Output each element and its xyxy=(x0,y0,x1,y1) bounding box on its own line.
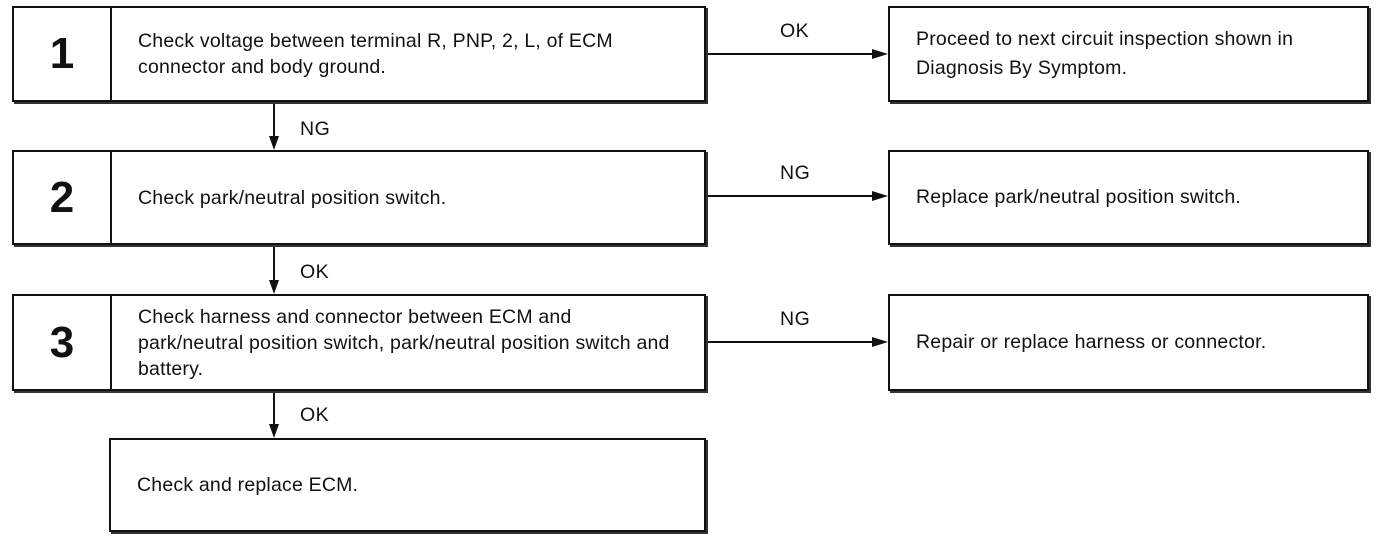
down-arrow xyxy=(269,102,279,150)
down-label-1: NG xyxy=(300,118,331,140)
right-arrow xyxy=(706,337,888,347)
result-3-text: Repair or replace harness or connector. xyxy=(916,331,1267,353)
down-label-3: OK xyxy=(300,404,330,426)
right-arrow xyxy=(706,49,888,59)
result-2-text: Replace park/neutral position switch. xyxy=(916,186,1241,208)
down-arrow xyxy=(269,391,279,438)
result-1-label: OK xyxy=(780,20,810,42)
result-2-box: Replace park/neutral position switch. xyxy=(888,150,1369,245)
step-2-number: 2 xyxy=(14,152,112,243)
step-1-text: Check voltage between terminal R, PNP, 2… xyxy=(138,30,613,78)
result-2-label: NG xyxy=(780,162,811,184)
step-1-number: 1 xyxy=(14,8,112,100)
down-label-2: OK xyxy=(300,261,330,283)
step-3-number: 3 xyxy=(14,296,112,389)
step-1-box: 1 Check voltage between terminal R, PNP,… xyxy=(12,6,706,102)
result-1-box: Proceed to next circuit inspection shown… xyxy=(888,6,1369,102)
step-2-text: Check park/neutral position switch. xyxy=(138,186,447,209)
final-step-text: Check and replace ECM. xyxy=(137,473,359,496)
step-3-text: Check harness and connector between ECM … xyxy=(138,305,670,380)
result-3-box: Repair or replace harness or connector. xyxy=(888,294,1369,391)
final-step-box: Check and replace ECM. xyxy=(109,438,706,532)
result-1-text: Proceed to next circuit inspection shown… xyxy=(916,28,1294,79)
result-3-label: NG xyxy=(780,308,811,330)
step-2-box: 2 Check park/neutral position switch. xyxy=(12,150,706,245)
step-3-box: 3 Check harness and connector between EC… xyxy=(12,294,706,391)
down-arrow xyxy=(269,245,279,294)
right-arrow xyxy=(706,191,888,201)
